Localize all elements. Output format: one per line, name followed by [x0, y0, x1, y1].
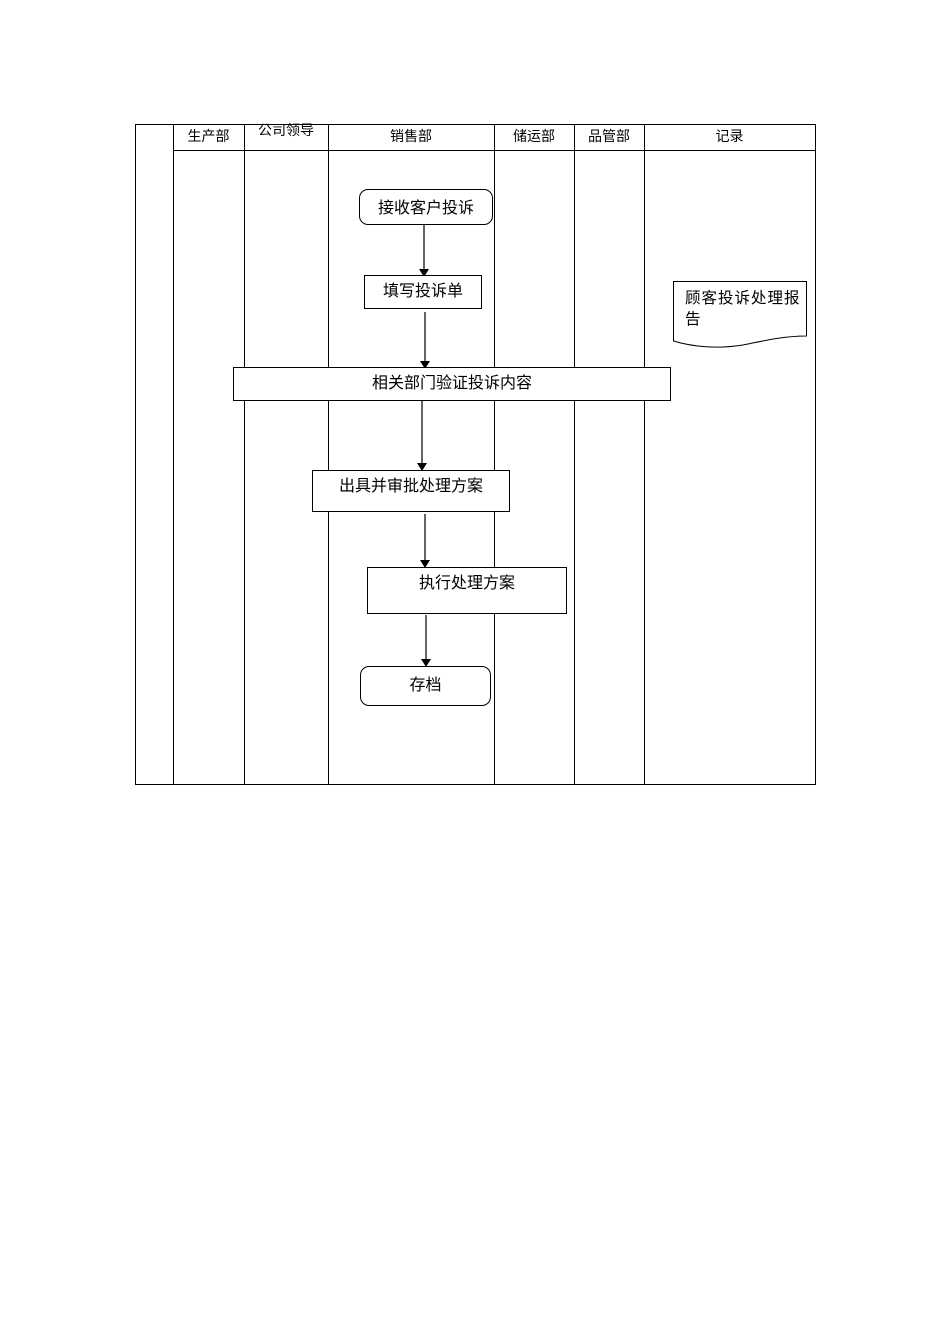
column-header-records: 记录: [715, 129, 744, 145]
column-header-sales: 销售部: [390, 129, 432, 145]
step-archive: 存档: [360, 666, 491, 706]
column-header-leadership: 公司领导: [258, 123, 314, 139]
step-fill-form: 填写投诉单: [364, 275, 482, 309]
step-approve-plan: 出具并审批处理方案: [312, 470, 510, 512]
column-header-quality: 品管部: [588, 129, 630, 145]
record-document-label: 顾客投诉处理报告: [685, 289, 801, 328]
step-execute-plan: 执行处理方案: [367, 567, 567, 614]
document-shape-icon: [673, 281, 807, 348]
step-receive-complaint: 接收客户投诉: [359, 189, 493, 225]
step-verify-content: 相关部门验证投诉内容: [233, 367, 671, 401]
record-document: 顾客投诉处理报告: [673, 281, 807, 349]
step-label: 接收客户投诉: [378, 198, 475, 217]
column-header-logistics: 储运部: [513, 129, 555, 145]
column-header-production: 生产部: [187, 129, 230, 145]
